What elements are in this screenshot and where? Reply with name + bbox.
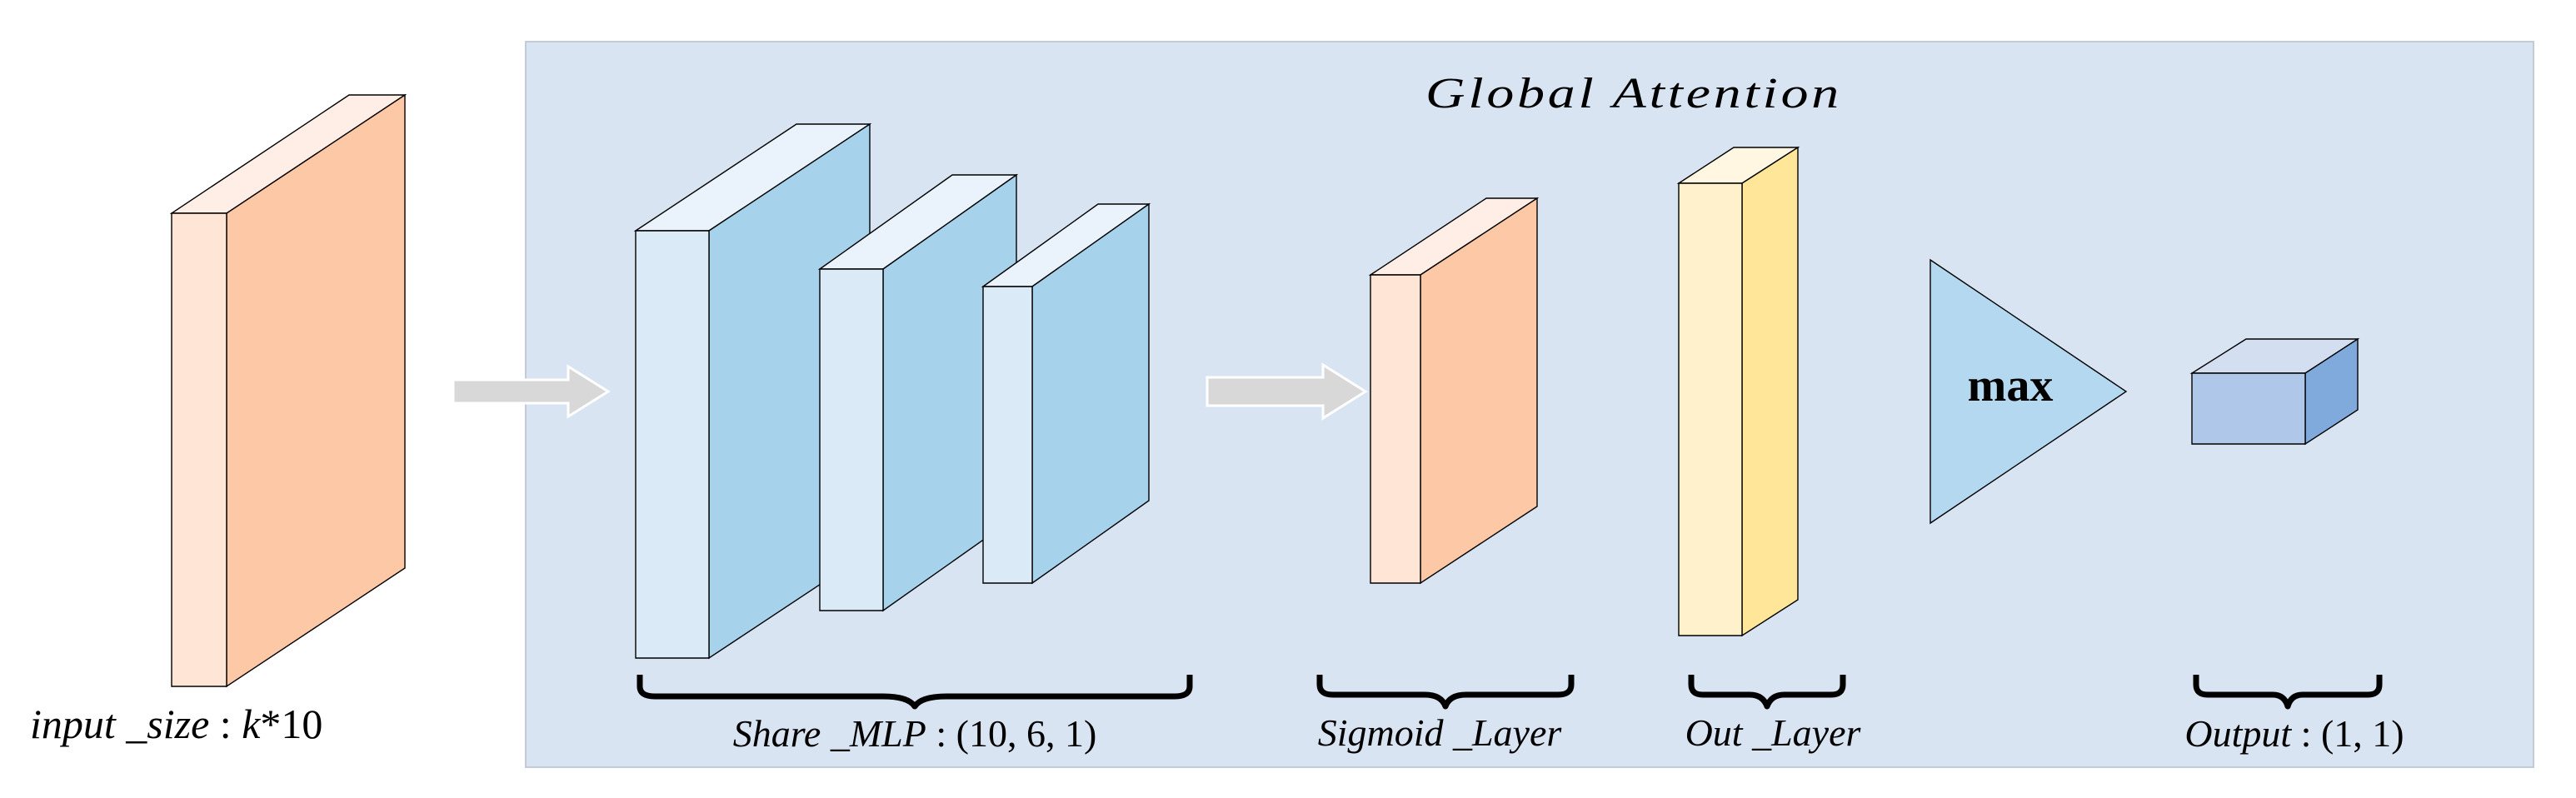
share-mlp-label: Share _MLP : (10, 6, 1) xyxy=(733,712,1097,755)
panel-title: Global Attention xyxy=(1425,70,1842,117)
arrow-right-icon xyxy=(1206,362,1368,421)
sigmoid-layer-label: Sigmoid _Layer xyxy=(1318,711,1563,754)
output-brace-icon xyxy=(2193,675,2383,710)
out-layer-brace-icon xyxy=(1688,675,1846,710)
share-mlp-layer-3-icon xyxy=(981,202,1151,585)
out-layer-label: Out _Layer xyxy=(1685,711,1862,754)
input-size-label: input _size : k*10 xyxy=(30,701,322,747)
max-label: max xyxy=(1968,360,2054,411)
output-label: Output : (1, 1) xyxy=(2184,712,2404,755)
out-layer-icon xyxy=(1676,146,1800,637)
max-pool-triangle-icon xyxy=(1930,258,2128,525)
share-mlp-brace-icon xyxy=(637,675,1193,710)
arrow-right-icon xyxy=(452,364,611,419)
input-layer-icon xyxy=(169,93,407,688)
sigmoid-brace-icon xyxy=(1316,675,1575,710)
output-box-icon xyxy=(2189,337,2360,446)
sigmoid-layer-icon xyxy=(1368,197,1540,585)
